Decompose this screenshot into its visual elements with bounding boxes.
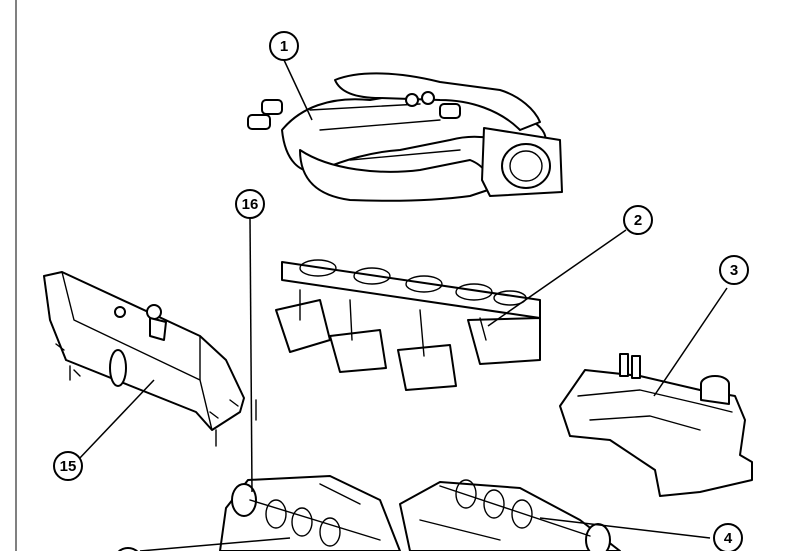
callout-3: 3 [719,255,749,285]
callout-15: 15 [53,451,83,481]
callout-1-label: 1 [280,38,288,55]
callout-3-leader [653,287,728,397]
callout-4-leader [539,517,711,539]
callout-1-leader [283,59,313,121]
callout-4: 4 [713,523,743,551]
valve-cover-right [559,353,753,497]
callout-16: 16 [235,189,265,219]
callout-16-label: 16 [242,196,259,213]
callout-16-leader [249,217,253,493]
callout-partial [117,547,139,551]
valve-cover-left [43,271,257,447]
callout-2-label: 2 [634,212,642,229]
callout-15-label: 15 [60,458,77,475]
lower-intake-manifold [275,259,541,391]
callout-partial-leader [139,537,291,551]
upper-intake-manifold [247,72,563,202]
callout-2-leader [487,229,627,327]
cylinder-head-right [399,479,621,551]
callout-1: 1 [269,31,299,61]
callout-2: 2 [623,205,653,235]
callout-4-label: 4 [724,530,733,547]
cylinder-head-left [219,475,401,551]
callout-15-leader [77,379,155,461]
callout-3-label: 3 [730,262,738,279]
